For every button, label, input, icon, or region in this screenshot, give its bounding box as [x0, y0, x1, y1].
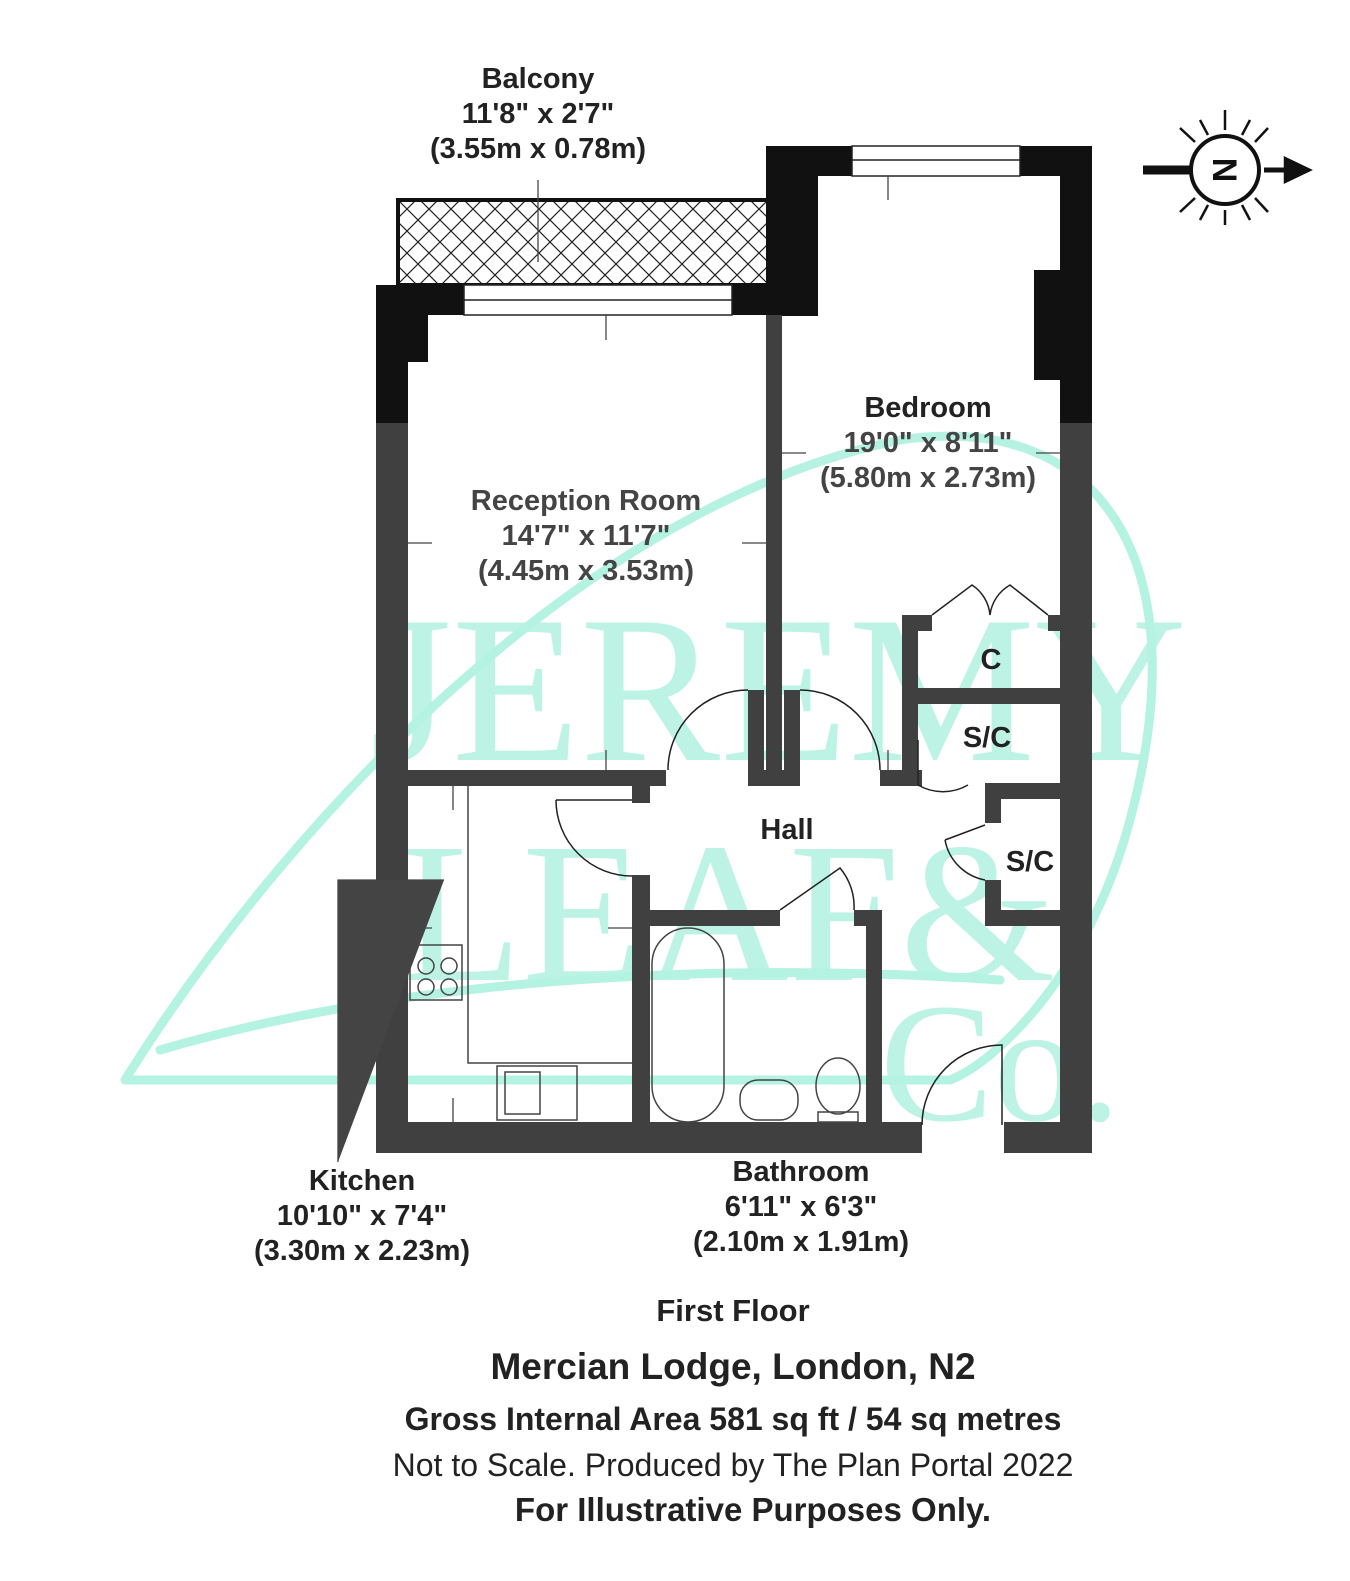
- bedroom-name: Bedroom: [864, 392, 992, 424]
- storage-cupboard-2-name: S/C: [1005, 846, 1055, 878]
- balcony-area: [396, 198, 770, 287]
- compass-letter: N: [1205, 158, 1243, 183]
- storage-cupboard-1-label: S/C: [963, 721, 1011, 756]
- bathroom-metric: (2.10m x 1.91m): [692, 1225, 910, 1258]
- kitchen-name: Kitchen: [308, 1165, 416, 1197]
- windows: [463, 145, 1021, 316]
- floor-title: First Floor: [656, 1293, 810, 1328]
- storage-cupboard-2-label: S/C: [1006, 845, 1054, 880]
- hall-name: Hall: [760, 814, 814, 846]
- balcony-name: Balcony: [481, 63, 595, 95]
- illustrative-purposes-note: For Illustrative Purposes Only.: [514, 1491, 992, 1528]
- doors: [555, 584, 1049, 1126]
- property-address: Mercian Lodge, London, N2: [490, 1346, 976, 1387]
- kitchen-metric: (3.30m x 2.23m): [253, 1234, 471, 1267]
- compass-icon: [1143, 110, 1313, 225]
- cupboard-name: C: [980, 644, 1002, 676]
- reception-name: Reception Room: [470, 485, 702, 517]
- bathroom-imperial: 6'11" x 6'3": [724, 1190, 878, 1223]
- reception-imperial: 14'7" x 11'7": [501, 519, 671, 552]
- cupboard-label: C: [981, 643, 1002, 678]
- kitchen-units: [409, 786, 632, 1121]
- bedroom-imperial: 19'0" x 8'11": [843, 426, 1013, 459]
- reception-label: Reception Room 14'7" x 11'7" (4.45m x 3.…: [471, 484, 701, 588]
- balcony-metric: (3.55m x 0.78m): [429, 132, 647, 165]
- reception-metric: (4.45m x 3.53m): [477, 554, 694, 587]
- bathroom-label: Bathroom 6'11" x 6'3" (2.10m x 1.91m): [693, 1155, 909, 1259]
- kitchen-label: Kitchen 10'10" x 7'4" (3.30m x 2.23m): [254, 1164, 470, 1268]
- gross-internal-area: Gross Internal Area 581 sq ft / 54 sq me…: [404, 1401, 1062, 1437]
- bathroom-fittings: [651, 927, 861, 1123]
- storage-cupboard-1-name: S/C: [962, 722, 1012, 754]
- balcony-imperial: 11'8" x 2'7": [461, 97, 615, 130]
- dimension-arrows: [337, 176, 1060, 1162]
- walls: [376, 146, 1092, 424]
- bedroom-label: Bedroom 19'0" x 8'11" (5.80m x 2.73m): [820, 391, 1036, 495]
- balcony-label: Balcony 11'8" x 2'7" (3.55m x 0.78m): [430, 62, 646, 166]
- bathroom-name: Bathroom: [732, 1156, 870, 1188]
- walls-grey: [376, 315, 1092, 1153]
- hall-label: Hall: [760, 813, 813, 848]
- disclaimer-text: Not to Scale. Produced by The Plan Porta…: [392, 1447, 1074, 1483]
- bedroom-metric: (5.80m x 2.73m): [819, 461, 1037, 494]
- kitchen-imperial: 10'10" x 7'4": [276, 1199, 448, 1232]
